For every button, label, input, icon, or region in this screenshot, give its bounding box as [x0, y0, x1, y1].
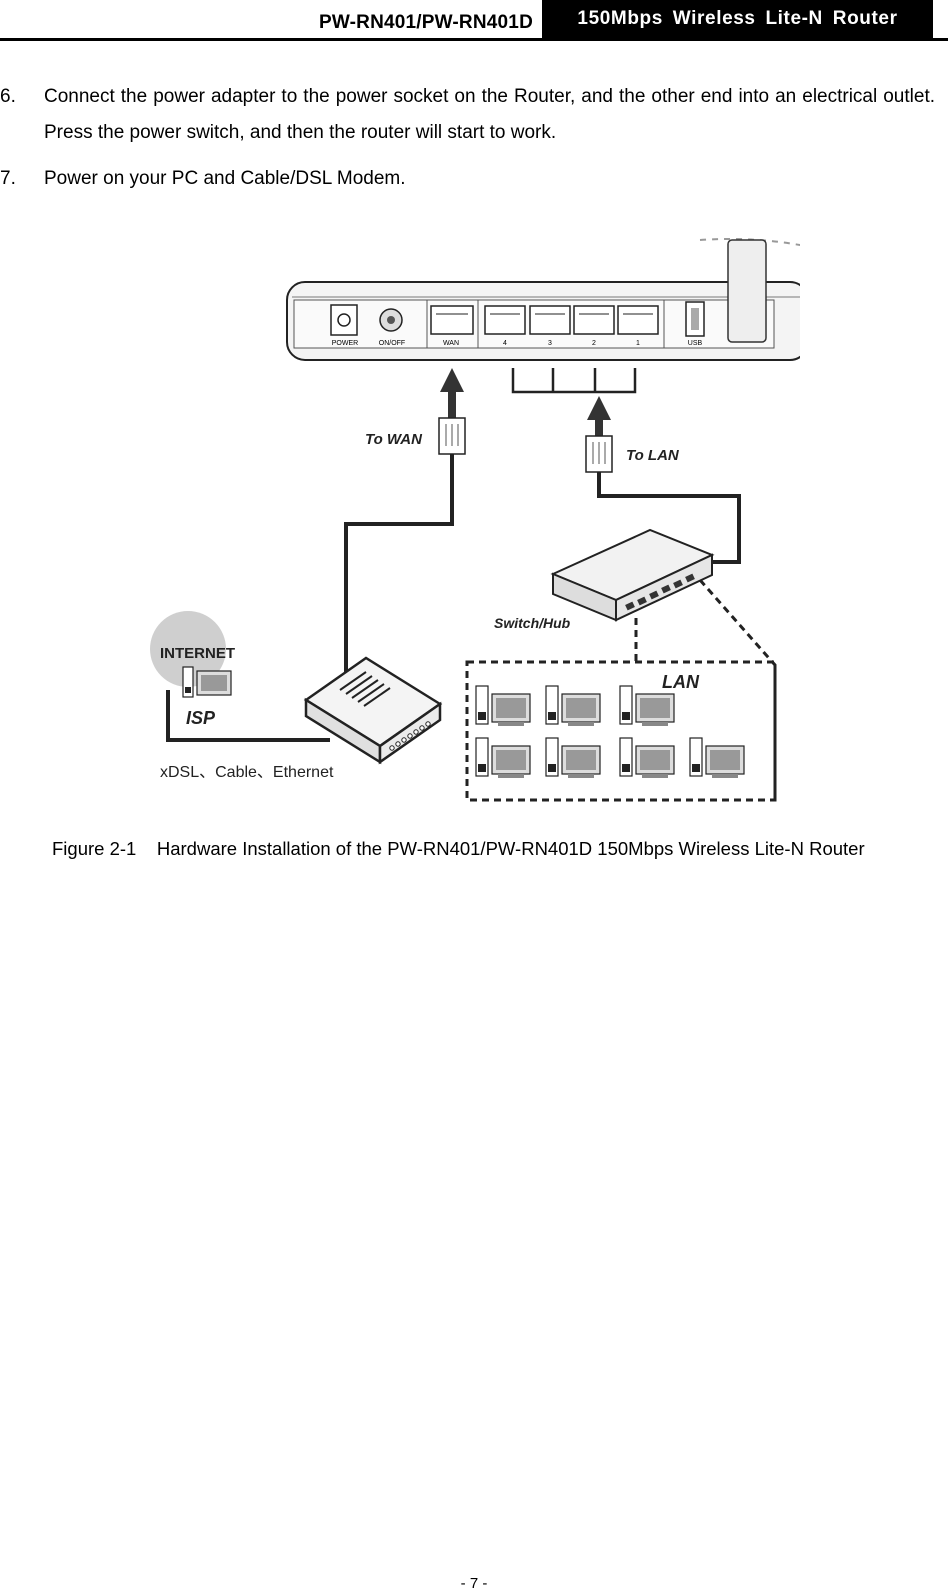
internet-cloud: INTERNET — [150, 611, 235, 698]
header-product: 150Mbps Wireless Lite-N Router — [542, 0, 933, 38]
label-connection: xDSL、Cable、Ethernet — [160, 764, 334, 781]
port-label-power: POWER — [332, 340, 358, 347]
step-7: 7. Power on your PC and Cable/DSL Modem. — [0, 161, 935, 197]
label-to-wan: To WAN — [365, 431, 423, 448]
port-label-3: 3 — [548, 340, 552, 347]
step-6: 6. Connect the power adapter to the powe… — [0, 79, 935, 151]
port-label-wan: WAN — [443, 340, 459, 347]
figure-caption: Figure 2-1 Hardware Installation of the … — [52, 838, 865, 859]
lan-box — [465, 660, 777, 802]
modem — [303, 656, 443, 765]
label-lan: LAN — [662, 672, 700, 692]
switch-hub — [550, 528, 715, 622]
port-label-1: 1 — [636, 340, 640, 347]
port-label-2: 2 — [592, 340, 596, 347]
label-internet: INTERNET — [160, 645, 235, 662]
label-to-lan: To LAN — [626, 447, 680, 464]
step-number: 6. — [0, 86, 16, 107]
arrow-up-icon — [587, 396, 611, 420]
step-text: Power on your PC and Cable/DSL Modem. — [44, 168, 406, 189]
computer-icon — [182, 666, 232, 698]
label-isp: ISP — [186, 708, 216, 728]
port-label-onoff: ON/OFF — [379, 340, 405, 347]
header-model: PW-RN401/PW-RN401D — [319, 12, 533, 33]
port-label-4: 4 — [503, 340, 507, 347]
step-text: Connect the power adapter to the power s… — [44, 86, 935, 143]
header-rule — [0, 38, 948, 41]
router: POWER ON/OFF WAN 4 3 2 1 USB — [286, 238, 816, 361]
page-number: - 7 - — [460, 1575, 488, 1592]
step-number: 7. — [0, 168, 16, 189]
arrow-up-icon — [440, 368, 464, 392]
power-socket-icon — [330, 304, 358, 336]
page-header: PW-RN401/PW-RN401D 150Mbps Wireless Lite… — [0, 0, 948, 42]
ethernet-ports — [430, 305, 659, 335]
label-switch-hub: Switch/Hub — [494, 615, 571, 631]
hardware-installation-diagram: POWER ON/OFF WAN 4 3 2 1 USB To WAN To L… — [0, 0, 816, 812]
port-label-usb: USB — [688, 340, 703, 347]
antenna-icon — [727, 239, 767, 343]
